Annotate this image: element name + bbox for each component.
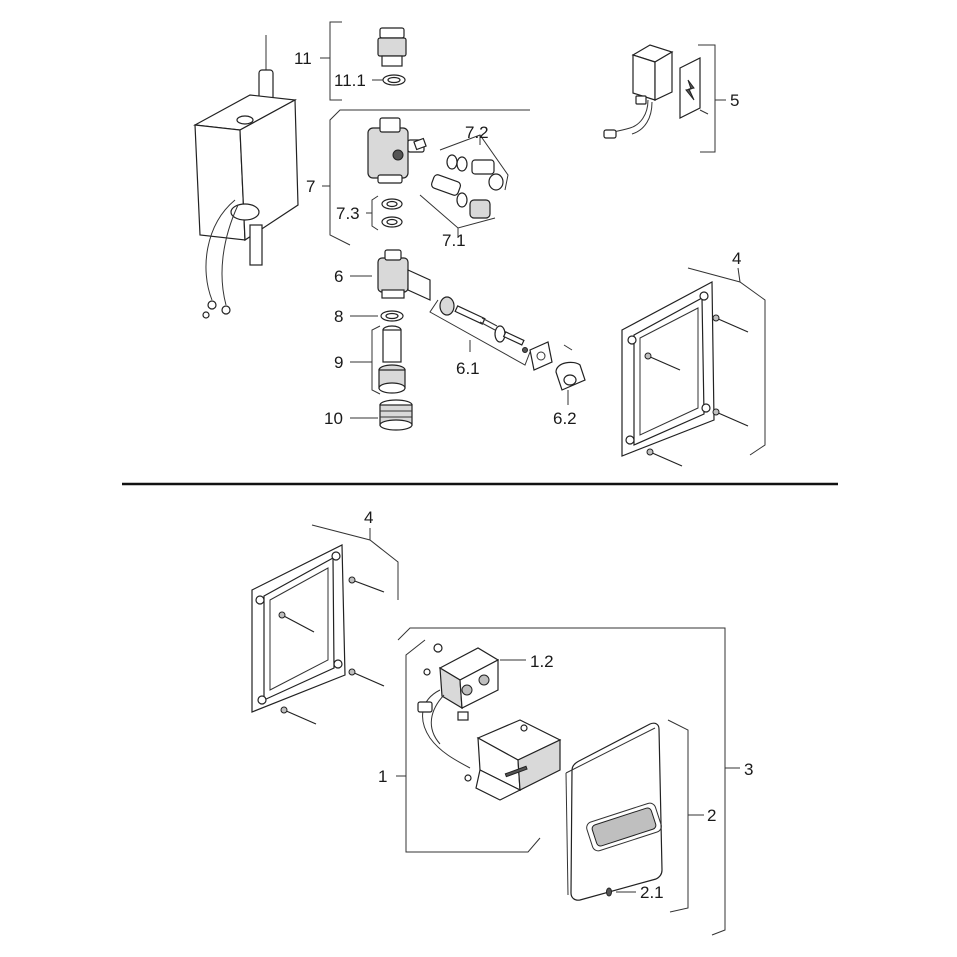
label-6: 6 — [334, 267, 343, 286]
part-7-1-parts — [430, 174, 491, 219]
label-1-2: 1.2 — [530, 652, 554, 671]
label-11-1: 11.1 — [334, 71, 366, 90]
label-10: 10 — [324, 409, 343, 428]
label-5: 5 — [730, 91, 739, 110]
part-10-threaded-fitting — [379, 399, 413, 431]
part-7-2-parts — [446, 154, 504, 191]
part-9-sleeve-nut — [378, 325, 406, 394]
label-4-top: 4 — [732, 249, 741, 268]
label-7-2: 7.2 — [465, 123, 489, 142]
label-7: 7 — [306, 177, 315, 196]
part-6-2-clip — [529, 341, 586, 391]
part-5-power-supply — [603, 44, 709, 139]
part-4-mounting-frame-top — [621, 281, 749, 467]
part-6-valve-housing — [377, 249, 431, 301]
label-7-3: 7.3 — [336, 204, 360, 223]
label-6-2: 6.2 — [553, 409, 577, 428]
rough-in-box — [193, 35, 299, 319]
label-1: 1 — [378, 767, 387, 786]
part-4-mounting-frame-bottom — [251, 544, 385, 725]
part-8-o-ring — [380, 310, 404, 322]
part-1-electronics-module — [417, 643, 562, 801]
part-7-valve-body — [367, 117, 427, 184]
label-4-bottom: 4 — [364, 508, 373, 527]
label-11: 11 — [294, 49, 312, 68]
label-3: 3 — [744, 760, 753, 779]
label-2-1: 2.1 — [640, 883, 664, 902]
part-11-connector — [377, 27, 407, 86]
part-6-1-pin-assembly — [439, 296, 528, 353]
label-2: 2 — [707, 806, 716, 825]
label-9: 9 — [334, 353, 343, 372]
part-2-cover-plate — [565, 722, 663, 901]
label-6-1: 6.1 — [456, 359, 480, 378]
part-7-3-o-rings — [381, 198, 403, 228]
label-8: 8 — [334, 307, 343, 326]
label-7-1: 7.1 — [442, 231, 466, 250]
